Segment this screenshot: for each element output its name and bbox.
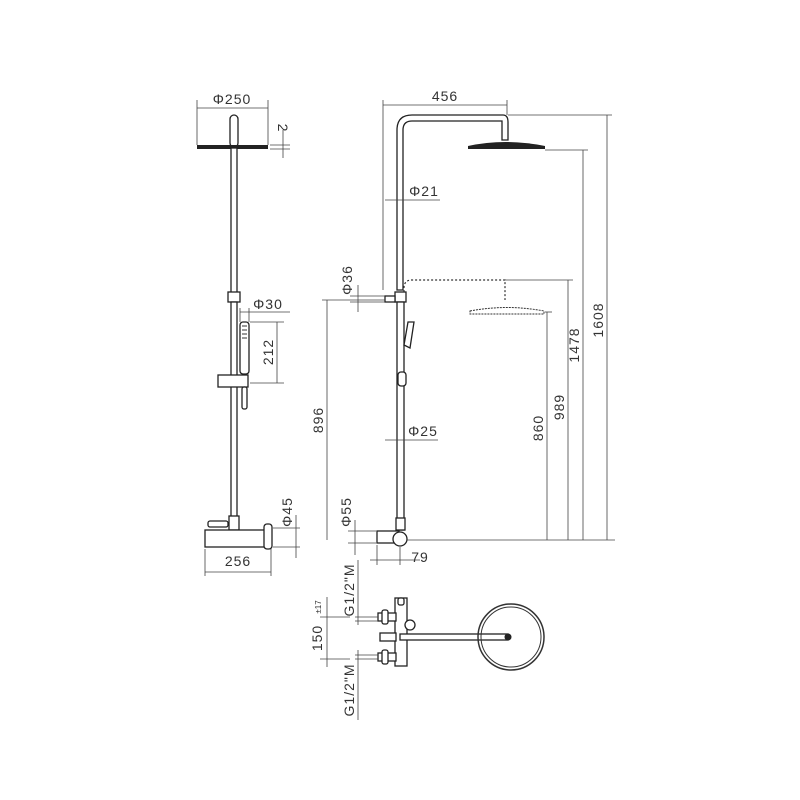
side-diverter-lever (207, 520, 229, 528)
plan-diverter (379, 632, 397, 642)
side-hand-shower (239, 321, 250, 375)
front-view: 456 Φ21 Φ36 896 Φ25 Φ55 79 860 989 1478 … (310, 88, 615, 565)
dim-side-head-thickness: 2 (275, 124, 291, 133)
dim-arm-reach: 456 (432, 88, 458, 104)
side-head-riser (229, 114, 239, 148)
dim-inlet-spacing: 150 (309, 625, 325, 651)
dim-side-hand-length: 212 (260, 339, 276, 365)
side-rod-lower (230, 301, 238, 518)
side-view: Φ250 2 Φ30 212 Φ45 256 (196, 91, 300, 576)
dim-high-head-height: 1478 (566, 327, 582, 362)
dim-low-head-height: 860 (530, 415, 546, 441)
plan-head-outer (477, 603, 545, 671)
front-head-low (469, 307, 545, 315)
dim-inlet-tolerance: ±17 (314, 600, 323, 614)
dim-side-mixer-width: 256 (225, 553, 251, 569)
side-diverter (228, 515, 240, 531)
front-hand-shower (403, 321, 415, 349)
side-rod-sleeve (227, 291, 241, 303)
dim-side-hand-diameter: Φ30 (253, 296, 283, 312)
front-slider (397, 371, 407, 387)
plan-view: G1/2"M G1/2"M 150 ±17 (309, 560, 545, 720)
side-mixer-body (204, 529, 268, 548)
dim-mixer-diameter: Φ55 (338, 497, 354, 527)
front-arm-low-position (403, 279, 506, 300)
dim-high-arm-height: 1608 (590, 302, 606, 337)
dim-inlet-bottom-thread: G1/2"M (341, 664, 357, 717)
plan-shower-arm (399, 633, 509, 641)
front-shower-arm (396, 114, 509, 291)
side-rod-upper (230, 147, 238, 294)
dim-mixer-depth: 79 (411, 549, 429, 565)
front-connector-nut (384, 295, 396, 303)
dim-inlet-top-thread: G1/2"M (341, 564, 357, 617)
side-slider (217, 374, 249, 388)
dim-side-mixer-diameter: Φ45 (279, 497, 295, 527)
dim-low-arm-height: 989 (551, 394, 567, 420)
dim-rod-diameter: Φ25 (408, 423, 438, 439)
front-diverter (395, 517, 406, 531)
dim-connector-diameter: Φ36 (339, 265, 355, 295)
plan-head-inner (480, 606, 542, 668)
dim-pipe-diameter: Φ21 (409, 183, 439, 199)
plan-mixer-body (394, 597, 408, 667)
dim-min-height: 896 (310, 407, 326, 433)
dim-side-head-diameter: Φ250 (213, 91, 252, 107)
side-hand-handle (241, 386, 248, 410)
front-connector (394, 291, 407, 303)
side-mixer-knob (263, 523, 273, 550)
front-mixer-knob (392, 531, 408, 547)
front-rod (396, 301, 405, 531)
front-head-high (468, 142, 545, 149)
side-head-plate (197, 145, 268, 149)
